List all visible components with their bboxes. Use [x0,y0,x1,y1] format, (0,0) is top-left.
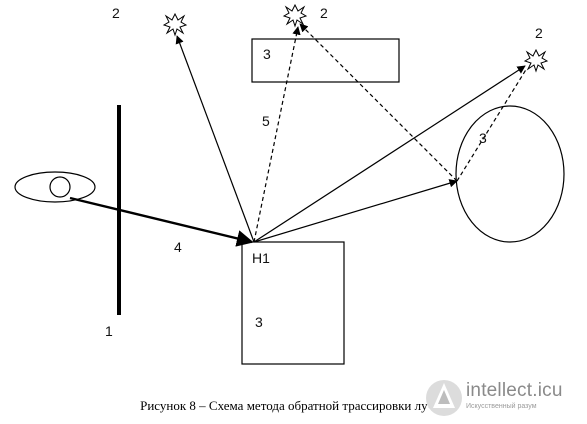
eye-icon [14,171,96,203]
label-screen: 1 [105,323,113,339]
reflected-ray-to-right-light [456,67,528,182]
watermark-logo-text: intellect.icu [466,380,563,401]
figure-caption: Рисунок 8 – Схема метода обратной трасси… [140,398,447,413]
reflected-ray-to-top-middle-light [299,23,458,182]
watermark-tagline: Искусственный разум [466,403,537,410]
label-light-top-middle: 2 [320,5,328,21]
label-shadow-ray: 5 [262,113,270,129]
ray-to-ellipse [253,179,458,243]
label-object-lower-rect: 3 [255,314,263,330]
label-object-ellipse: 3 [479,130,487,146]
label-primary-ray: 4 [174,239,182,255]
label-hit-point: H1 [252,250,270,266]
ray-to-top-left-light [175,35,255,243]
label-light-top-left: 2 [112,5,120,21]
primary-ray [69,196,254,247]
light-source-burst-icon [282,3,308,28]
label-light-top-right: 2 [535,25,543,41]
ray-to-right-light [253,65,526,243]
light-source-burst-icon [523,48,549,73]
watermark: intellect.icu Искусственный разум [422,376,587,419]
light-source-burst-icon [162,12,188,37]
intellect-logo-icon [426,380,462,416]
object-ellipse [455,105,565,243]
object-upper-rect [251,38,400,83]
object-lower-rect [241,241,345,365]
label-object-upper-rect: 3 [263,46,271,62]
shadow-ray-dashed [253,26,301,243]
